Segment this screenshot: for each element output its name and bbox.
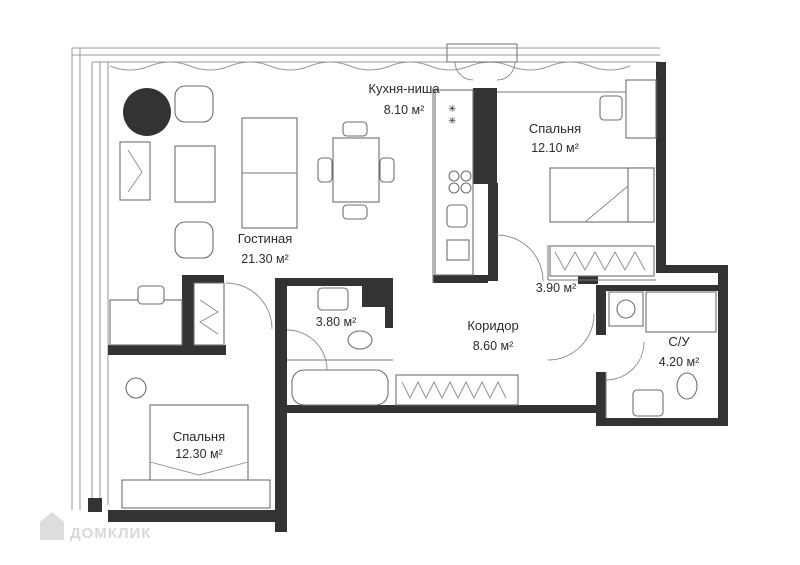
sink-icon bbox=[632, 389, 664, 417]
living-name: Гостиная bbox=[238, 231, 293, 246]
wc-name: С/У bbox=[668, 334, 690, 349]
glazing bbox=[71, 47, 660, 510]
toilet-icon bbox=[347, 330, 373, 350]
chair-icon bbox=[137, 285, 165, 305]
bedroom-bottom-area: 12.30 м² bbox=[175, 447, 223, 461]
tv-stand-icon bbox=[119, 141, 151, 201]
toilet-icon bbox=[676, 372, 698, 400]
kitchen-name: Кухня-ниша bbox=[368, 81, 440, 96]
wc-furniture bbox=[605, 291, 717, 417]
plant-icon bbox=[125, 377, 147, 399]
bedroom-top-area: 12.10 м² bbox=[531, 141, 579, 155]
living-furniture bbox=[109, 85, 395, 346]
closet-icon bbox=[549, 245, 655, 277]
bedroom-top-furniture bbox=[496, 79, 657, 282]
stove-icon bbox=[448, 170, 460, 182]
room-labels: Кухня-ниша 8.10 м² Спальня 12.10 м² Гост… bbox=[173, 81, 699, 461]
chair-icon bbox=[599, 95, 623, 121]
walls bbox=[88, 62, 728, 532]
wardrobe-icon bbox=[193, 282, 225, 346]
house-logo-icon bbox=[40, 512, 64, 540]
shower-icon bbox=[645, 291, 717, 333]
living-area: 21.30 м² bbox=[241, 252, 289, 266]
washing-machine-icon bbox=[608, 291, 644, 327]
armchair-icon bbox=[174, 221, 214, 259]
watermark-text: ДОМКЛИК bbox=[70, 525, 151, 542]
svg-text:✳: ✳ bbox=[448, 104, 456, 115]
armchair-icon bbox=[174, 85, 214, 123]
sink-icon bbox=[446, 204, 468, 228]
fridge-icon bbox=[446, 239, 470, 261]
dining-table-icon bbox=[332, 137, 380, 203]
balcony-door[interactable] bbox=[446, 43, 518, 81]
bench-icon bbox=[121, 479, 271, 509]
bedroom-bottom-name: Спальня bbox=[173, 429, 225, 444]
bathroom-area: 3.80 м² bbox=[316, 315, 357, 329]
wardrobe-area: 3.90 м² bbox=[536, 281, 577, 295]
sink-icon bbox=[317, 287, 349, 311]
corridor-area: 8.60 м² bbox=[473, 339, 514, 353]
coffee-table-icon bbox=[174, 145, 216, 203]
svg-text:✳: ✳ bbox=[448, 116, 456, 127]
bedroom-bottom-furniture bbox=[121, 377, 271, 509]
bathtub-icon bbox=[291, 369, 389, 406]
watermark: ДОМКЛИК bbox=[40, 512, 151, 542]
bedroom-top-name: Спальня bbox=[529, 121, 581, 136]
kitchen-furniture: ✳ ✳ bbox=[434, 89, 474, 276]
corridor-name: Коридор bbox=[467, 318, 518, 333]
bathroom-furniture bbox=[286, 287, 389, 406]
desk-icon bbox=[625, 79, 657, 139]
round-table-icon bbox=[123, 88, 171, 136]
desk-icon bbox=[109, 299, 183, 346]
kitchen-area: 8.10 м² bbox=[384, 103, 425, 117]
wc-area: 4.20 м² bbox=[659, 355, 700, 369]
closet-icon bbox=[395, 374, 519, 406]
corridor-closet bbox=[395, 313, 595, 406]
